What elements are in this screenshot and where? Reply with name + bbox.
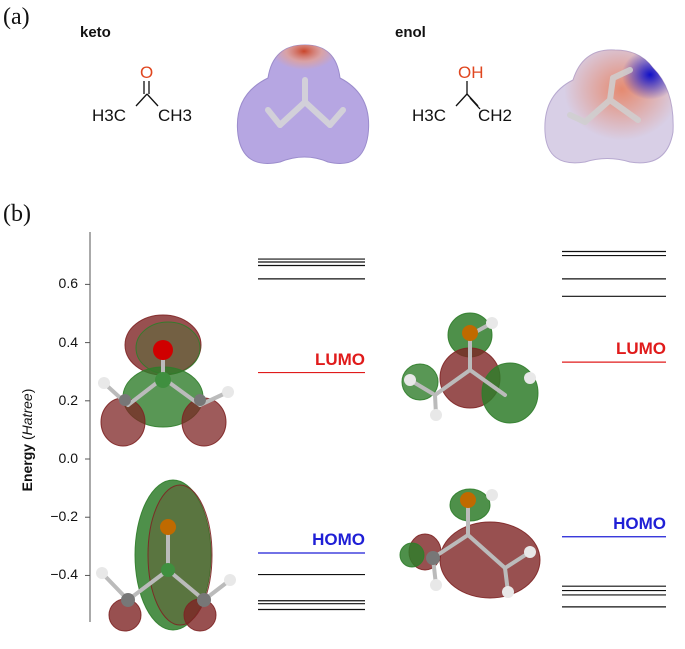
y-axis-label: Energy: [19, 443, 35, 492]
enol-lumo-oxygen-atom: [462, 325, 478, 341]
panel-a-label: (a): [3, 4, 30, 30]
enol-lumo-hydrogen-atom: [524, 372, 536, 384]
y-axis-unit: Hatree: [19, 393, 35, 436]
enol-homo-hydrogen-atom: [430, 579, 442, 591]
keto-structure: O H3C CH3: [90, 63, 210, 136]
keto-homo-carbon-atom: [197, 593, 211, 607]
enol-homo-lobe: [399, 542, 425, 568]
enol-lumo-hydrogen-atom: [486, 317, 498, 329]
keto-esp-surface: [236, 44, 370, 164]
keto-lumo-label: LUMO: [314, 349, 365, 369]
enol-methylene: CH2: [478, 106, 513, 125]
keto-homo-carbon-atom: [161, 563, 175, 577]
keto-label: keto: [80, 24, 111, 41]
bond-stick: [433, 368, 472, 397]
keto-right-methyl: CH3: [158, 106, 193, 125]
y-tick-label: 0.0: [58, 450, 78, 466]
bond-stick: [126, 568, 170, 602]
keto-homo-hydrogen-atom: [224, 574, 236, 586]
keto-lumo-hydrogen-atom: [98, 377, 110, 389]
enol-homo-lobe: [439, 521, 541, 599]
keto-homo-oxygen-atom: [160, 519, 176, 535]
y-tick-label: −0.2: [50, 508, 78, 525]
enol-label: enol: [395, 24, 426, 41]
keto-lumo-hydrogen-atom: [222, 386, 234, 398]
keto-lumo-carbon-atom: [155, 372, 171, 388]
enol-homo-hydrogen-atom: [524, 546, 536, 558]
bond-stick: [468, 368, 507, 397]
y-tick-label: −0.4: [50, 566, 78, 583]
keto-homo-label: HOMO: [312, 530, 365, 550]
bond-stick: [166, 568, 206, 602]
y-tick-label: 0.6: [58, 275, 78, 292]
keto-left-methyl: H3C: [92, 106, 127, 125]
y-tick-label: 0.4: [58, 333, 78, 350]
keto-homo-lobe: [147, 484, 213, 626]
keto-lumo-carbon-atom: [194, 394, 206, 406]
enol-lumo-hydrogen-atom: [404, 374, 416, 386]
keto-oxygen: O: [140, 63, 154, 82]
y-axis-title: Energy (Hatree): [19, 388, 35, 492]
enol-left-methyl: H3C: [412, 106, 447, 125]
bond-stick: [466, 533, 507, 570]
enol-bonds: [455, 81, 481, 110]
enol-homo-hydrogen-atom: [502, 586, 514, 598]
panel-b-label: (b): [3, 201, 31, 227]
keto-homo-hydrogen-atom: [96, 567, 108, 579]
enol-lumo-label: LUMO: [615, 339, 666, 359]
keto-bonds: [135, 81, 159, 107]
enol-homo-carbon-atom: [426, 551, 440, 565]
enol-lumo-lobe: [481, 362, 539, 424]
enol-homo-oxygen-atom: [460, 492, 476, 508]
y-tick-label: 0.2: [58, 391, 78, 408]
enol-esp-surface: [544, 49, 674, 164]
enol-homo-label: HOMO: [613, 513, 666, 533]
enol-structure: OH H3C CH2: [410, 63, 530, 136]
enol-lumo-hydrogen-atom: [430, 409, 442, 421]
enol-hydroxyl: OH: [458, 63, 484, 82]
enol-homo-hydrogen-atom: [486, 489, 498, 501]
keto-lumo-oxygen-atom: [153, 340, 173, 360]
keto-homo-carbon-atom: [121, 593, 135, 607]
keto-lumo-carbon-atom: [119, 394, 131, 406]
